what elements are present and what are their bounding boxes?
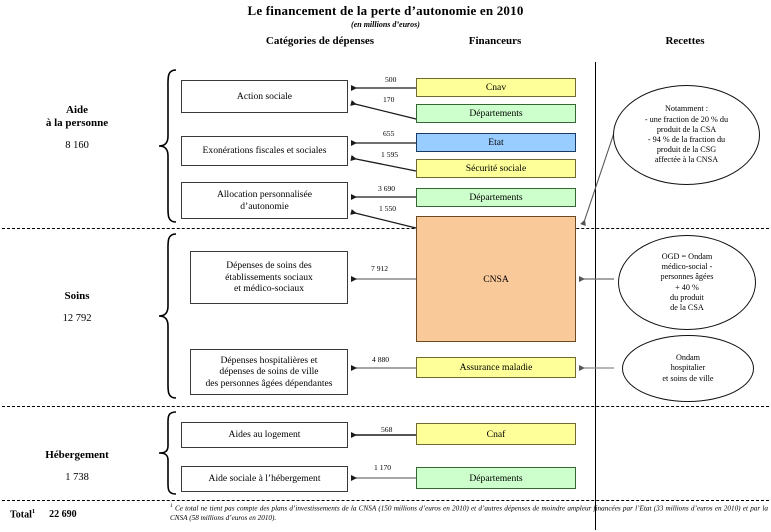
flow-amount-568: 568 (381, 425, 393, 434)
group-value-hebergement: 1 738 (65, 472, 89, 483)
expense-box-exonerations[interactable]: Exonérations fiscales et sociales (181, 136, 348, 166)
receipt-line: Ondam (675, 353, 701, 363)
expense-label-line2: établissements sociaux (225, 271, 313, 283)
footnote-text: Ce total ne tient pas compte des plans d… (170, 504, 768, 522)
expense-box-apa[interactable]: Allocation personnalisée d’autonomie (181, 182, 348, 219)
financer-box-cnsa[interactable]: CNSA (416, 216, 576, 342)
expense-box-depenses-hospitalieres[interactable]: Dépenses hospitalières et dépenses de so… (190, 349, 348, 395)
financer-box-cnaf[interactable]: Cnaf (416, 423, 576, 445)
receipt-line: personnes âgées (660, 272, 714, 282)
expense-label: Action sociale (236, 90, 293, 102)
financer-label: Départements (469, 108, 523, 119)
arrow-recette-csa-csg-cnsa (580, 132, 615, 226)
total-row: Total1 22 690 (10, 508, 77, 520)
receipt-line: hospitalier (670, 363, 706, 373)
arrow-cnsa-apa (350, 209, 417, 229)
group-name-aide-line1: Aide (66, 104, 88, 116)
financer-label: Sécurité sociale (465, 163, 527, 174)
column-header-expenses: Catégories de dépenses (265, 35, 375, 47)
page-subtitle: (en millions d’euros) (351, 20, 420, 29)
expense-label-line1: Allocation personnalisée (216, 189, 313, 200)
expense-label: Aide sociale à l’hébergement (208, 473, 321, 485)
expense-label: Aides au logement (228, 429, 301, 441)
arrow-securite-sociale-exonerations (350, 155, 417, 172)
flow-amount-3690: 3 690 (378, 184, 396, 193)
flow-amount-655: 655 (383, 129, 395, 138)
flow-amount-4880: 4 880 (372, 355, 390, 364)
expense-box-soins-etablissements[interactable]: Dépenses de soins des établissements soc… (190, 251, 348, 304)
financer-box-securite-sociale[interactable]: Sécurité sociale (416, 159, 576, 178)
group-braces (158, 69, 177, 495)
group-value-aide: 8 160 (65, 140, 89, 151)
footnote: 1 Ce total ne tient pas compte des plans… (170, 502, 768, 523)
receipt-line: produit de la CSG (656, 145, 717, 155)
receipt-ellipse-csa-csg[interactable]: Notamment : - une fraction de 20 % du pr… (613, 85, 760, 185)
arrow-departements-action-sociale (350, 100, 417, 120)
expense-label-line2: d’autonomie (240, 200, 289, 212)
flow-amount-7912: 7 912 (371, 264, 389, 273)
section-divider-1 (2, 228, 769, 229)
column-header-financers: Financeurs (468, 35, 522, 47)
receipt-ellipse-ogd[interactable]: OGD = Ondam médico-social - personnes âg… (618, 235, 756, 330)
total-label: Total (10, 509, 32, 521)
expense-label-line3: des personnes âgées dépendantes (205, 377, 333, 389)
financer-box-cnav[interactable]: Cnav (416, 78, 576, 97)
receipt-line: OGD = Ondam (661, 251, 713, 261)
receipt-line: et soins de ville (662, 373, 714, 383)
expense-label-line1: Dépenses hospitalières et (220, 354, 318, 366)
flow-amount-1170: 1 170 (374, 463, 392, 472)
column-header-receipts: Recettes (665, 35, 705, 47)
financer-label: Départements (469, 472, 523, 484)
financers-receipts-divider (595, 62, 596, 530)
financer-box-assurance-maladie[interactable]: Assurance maladie (416, 357, 576, 378)
total-value: 22 690 (49, 509, 77, 521)
group-label-aide: Aide à la personne 8 160 (2, 104, 152, 151)
financer-label: Départements (469, 192, 523, 203)
expense-label: Exonérations fiscales et sociales (202, 145, 327, 157)
financer-label: Etat (488, 137, 504, 148)
financer-box-etat[interactable]: Etat (416, 133, 576, 152)
receipt-line: affectée à la CNSA (654, 155, 719, 165)
section-divider-3 (2, 500, 769, 501)
financer-box-departements-apa[interactable]: Départements (416, 188, 576, 207)
group-name-hebergement: Hébergement (45, 449, 109, 461)
group-value-soins: 12 792 (62, 313, 92, 324)
receipt-line: du produit (670, 292, 704, 302)
financer-label: Assurance maladie (459, 362, 533, 373)
receipt-ellipse-ondam-hospitalier[interactable]: Ondam hospitalier et soins de ville (622, 335, 754, 402)
expense-box-aide-sociale-hebergement[interactable]: Aide sociale à l’hébergement (181, 466, 348, 492)
receipt-line: Notamment : (665, 104, 708, 114)
expense-label-line3: et médico-sociaux (233, 283, 305, 295)
brace-hebergement (158, 411, 177, 495)
expense-label-line2: dépenses de soins de ville (219, 366, 319, 378)
flow-amount-1595: 1 595 (381, 150, 399, 159)
flow-amount-170: 170 (383, 95, 395, 104)
financer-box-departements-hebergement[interactable]: Départements (416, 467, 576, 489)
receipt-line: + 40 % (675, 282, 699, 292)
receipt-line: - 94 % de la fraction du (647, 135, 726, 144)
receipt-line: de la CSA (670, 302, 704, 312)
expense-box-aides-logement[interactable]: Aides au logement (181, 422, 348, 448)
section-divider-2 (2, 406, 769, 407)
brace-aide (158, 69, 177, 223)
financer-label: Cnav (485, 82, 507, 93)
receipt-line: produit de la CSA (656, 124, 717, 134)
footnote-superscript: 1 (170, 503, 173, 509)
group-label-hebergement: Hébergement 1 738 (2, 449, 152, 483)
page-title: Le financement de la perte d’autonomie e… (247, 3, 524, 18)
receipt-line: - une fraction de 20 % du (644, 114, 729, 124)
flow-amount-500: 500 (385, 75, 397, 84)
financer-box-departements-aide[interactable]: Départements (416, 104, 576, 123)
group-label-soins: Soins 12 792 (2, 290, 152, 324)
expense-box-action-sociale[interactable]: Action sociale (181, 80, 348, 113)
financer-label: CNSA (483, 273, 509, 285)
group-name-soins: Soins (64, 290, 90, 302)
expense-label-line1: Dépenses de soins des (226, 260, 312, 272)
financer-label: Cnaf (486, 428, 506, 440)
flow-amount-1550: 1 550 (379, 204, 397, 213)
brace-soins (158, 233, 177, 399)
total-superscript: 1 (31, 508, 36, 515)
group-name-aide-line2: à la personne (45, 117, 109, 129)
receipt-line: médico-social - (661, 262, 713, 272)
